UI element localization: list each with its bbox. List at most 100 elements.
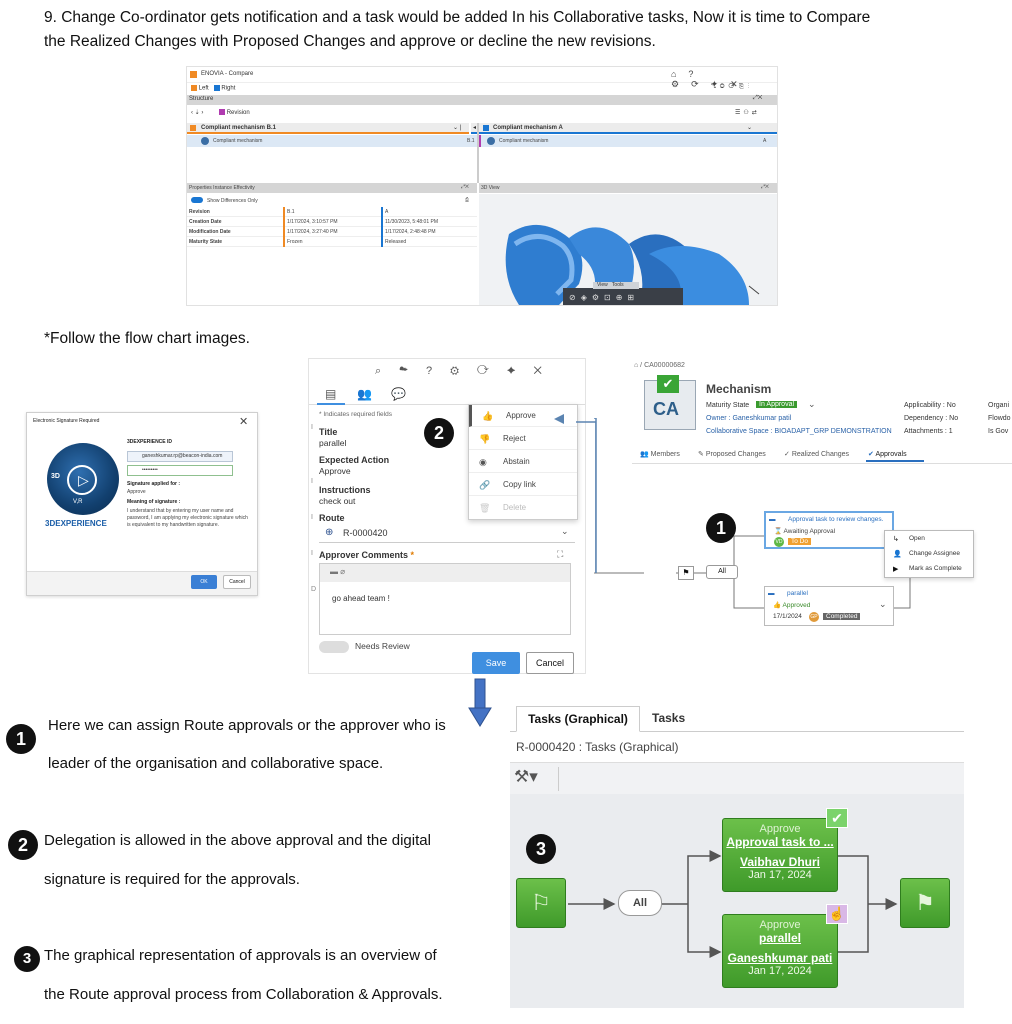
- tools-menu-icon[interactable]: ⚒▾: [514, 767, 538, 786]
- email-field[interactable]: ganeshkumar.rp@beacon-india.com: [127, 451, 233, 462]
- cancel-button[interactable]: Cancel: [223, 575, 251, 589]
- needs-review-toggle[interactable]: [319, 641, 349, 653]
- layout-icons[interactable]: ☰⚇⇄: [735, 110, 760, 116]
- form-toolbar-icons[interactable]: ⌕☁?⚙⟳✦✕: [375, 365, 560, 377]
- viewer-tools-icons[interactable]: ⊘◈⚙⊡⊕⊞: [569, 293, 640, 302]
- approve-task-node-2[interactable]: Approve parallel Ganeshkumar pati Jan 17…: [722, 914, 838, 988]
- note-3-line-2: the Route approval process from Collabor…: [44, 986, 443, 1003]
- governed-attr: Is Gov: [988, 428, 1009, 435]
- start-flag-icon[interactable]: ⚑: [678, 566, 694, 580]
- cancel-button[interactable]: Cancel: [526, 652, 574, 674]
- show-differences-toggle[interactable]: [191, 197, 203, 203]
- format-icons[interactable]: ▬ ⌀: [330, 567, 346, 576]
- ok-button[interactable]: OK: [191, 575, 217, 589]
- ctx-change-assignee[interactable]: Change Assignee: [909, 550, 960, 557]
- right-marker: [381, 217, 383, 227]
- owner[interactable]: Owner : Ganeshkumar patil: [706, 415, 792, 422]
- abstain-menu-item[interactable]: ◉Abstain: [469, 451, 577, 473]
- props-expand-icon[interactable]: ⤢✕: [461, 184, 469, 190]
- tools-tab[interactable]: Tools: [611, 282, 624, 288]
- viewer-title: 3D View: [481, 185, 500, 191]
- comments-label: Approver Comments *: [319, 550, 415, 560]
- meaning-text: I understand that by entering my user na…: [127, 508, 248, 528]
- property-label: Revision: [189, 209, 210, 215]
- divider: [477, 123, 479, 183]
- task-card-1[interactable]: ▬ Approval task to review changes. ⌛ Awa…: [764, 511, 894, 549]
- close-icon[interactable]: ✕: [239, 416, 249, 428]
- task2-title[interactable]: parallel: [787, 590, 808, 597]
- viewer-expand-icon[interactable]: ⤢✕: [761, 184, 769, 190]
- node1-title[interactable]: Approval task to ...: [726, 835, 834, 849]
- right-tree-row[interactable]: Compliant mechanism A: [479, 135, 777, 147]
- comments-box[interactable]: ▬ ⌀ go ahead team !: [319, 563, 571, 635]
- structure-expand-icon[interactable]: ⤢✕: [753, 95, 763, 101]
- start-node[interactable]: ⚐: [516, 878, 566, 928]
- chevron-down-icon[interactable]: ⌄: [879, 599, 887, 609]
- toolbar-icons[interactable]: ⤡◎⟳⎘⋮: [711, 84, 754, 90]
- tab-tasks-graphical[interactable]: Tasks (Graphical): [516, 706, 640, 732]
- reject-menu-item[interactable]: 👎Reject: [469, 428, 577, 450]
- tab-members[interactable]: 👥 Members: [640, 451, 680, 458]
- tab-realized-changes[interactable]: ✓ Realized Changes: [784, 451, 850, 458]
- left-header-chevron-icon[interactable]: ⌄ |: [453, 125, 462, 131]
- collab-space[interactable]: Collaborative Space : BIOADAPT_GRP DEMON…: [706, 428, 892, 435]
- right-marker: [381, 237, 383, 247]
- ctx-open[interactable]: Open: [909, 535, 925, 542]
- property-right-value: Released: [385, 239, 407, 245]
- properties-tab-icon[interactable]: ▤: [325, 387, 337, 401]
- window-controls-icon[interactable]: ⌂?⚙⟳✦✕: [671, 69, 750, 89]
- logo-vr: V,R: [73, 499, 83, 505]
- route-label: Route: [319, 513, 345, 523]
- tab-proposed-changes[interactable]: ✎ Proposed Changes: [698, 451, 766, 458]
- nav-arrows-icon[interactable]: ‹ ⇣ ›: [191, 110, 204, 116]
- task-card-2[interactable]: ▬ parallel 👍 Approved 17/1/2024 GP Compl…: [764, 586, 894, 626]
- note-1-line-2: leader of the organisation and collabora…: [48, 755, 384, 772]
- right-header-chevron-icon[interactable]: ⌄: [747, 125, 753, 131]
- maturity-chevron-icon[interactable]: ⌄: [808, 399, 816, 409]
- graph-connectors: [568, 850, 898, 958]
- route-select[interactable]: ⊕ R-0000420 ⌄: [319, 525, 575, 543]
- view-toolbar[interactable]: View Tools ⊘◈⚙⊡⊕⊞: [563, 282, 683, 305]
- end-node[interactable]: ⚑: [900, 878, 950, 928]
- completed-check-icon: ✔: [826, 808, 848, 828]
- copy-link-menu-item[interactable]: 🔗Copy link: [469, 474, 577, 496]
- print-icon[interactable]: ⎙: [465, 197, 470, 203]
- delete-menu-item[interactable]: 🗑Delete: [469, 497, 577, 519]
- route-graph-canvas[interactable]: ⚐ All Approve Approval task to ... Vaibh…: [510, 794, 964, 1008]
- compare-window: ENOVIA - Compare ⌂?⚙⟳✦✕ Left Right ⤡◎⟳⎘⋮…: [186, 66, 778, 306]
- organization-attr: Organi: [988, 402, 1010, 409]
- task1-title[interactable]: Approval task to review changes.: [788, 516, 884, 523]
- 3d-viewer[interactable]: View Tools ⊘◈⚙⊡⊕⊞: [479, 194, 777, 305]
- expand-icon[interactable]: ⛶: [557, 549, 564, 559]
- tab-tasks[interactable]: Tasks: [652, 711, 686, 725]
- comments-tab-icon[interactable]: 💬: [391, 387, 406, 401]
- approve-task-node-1[interactable]: Approve Approval task to ... Vaibhav Dhu…: [722, 818, 838, 892]
- left-label: Left: [198, 85, 209, 92]
- right-nav-icon[interactable]: ◂: [473, 125, 477, 131]
- left-tree-row[interactable]: Compliant mechanism B.1: [187, 135, 477, 147]
- breadcrumb[interactable]: ⌂ / CA00000682: [634, 362, 685, 369]
- ctx-mark-complete[interactable]: Mark as Complete: [909, 565, 962, 572]
- people-tab-icon[interactable]: 👥: [357, 387, 372, 401]
- properties-tabs[interactable]: Properties Instance Effectivity: [189, 185, 255, 191]
- avatar: GP: [809, 612, 819, 622]
- node1-person[interactable]: Vaibhav Dhuri: [739, 855, 821, 869]
- chevron-down-icon: ⌄: [561, 526, 569, 536]
- logo-3d: 3D: [51, 473, 60, 480]
- node2-person[interactable]: Ganeshkumar pati: [727, 951, 833, 965]
- compare-titlebar: ENOVIA - Compare ⌂?⚙⟳✦✕: [187, 67, 777, 89]
- node2-title[interactable]: parallel: [758, 931, 802, 945]
- esig-footer: [27, 571, 257, 595]
- view-tab[interactable]: View: [597, 282, 608, 288]
- password-field[interactable]: •••••••••: [127, 465, 233, 476]
- revision-checkbox[interactable]: [219, 109, 226, 116]
- instruction-heading: 9. Change Co-ordinator gets notification…: [44, 6, 944, 54]
- approve-menu-item[interactable]: 👍Approve: [469, 405, 577, 427]
- tab-approvals[interactable]: ✔ Approvals: [868, 451, 907, 458]
- thumbs-up-icon: 👍: [482, 411, 494, 421]
- maturity-badge[interactable]: In Approval: [756, 401, 798, 408]
- right-marker: [381, 207, 383, 217]
- task2-status: 👍 Approved: [773, 602, 811, 609]
- brand-text: 3DEXPERIENCE: [45, 519, 107, 528]
- save-button[interactable]: Save: [472, 652, 520, 674]
